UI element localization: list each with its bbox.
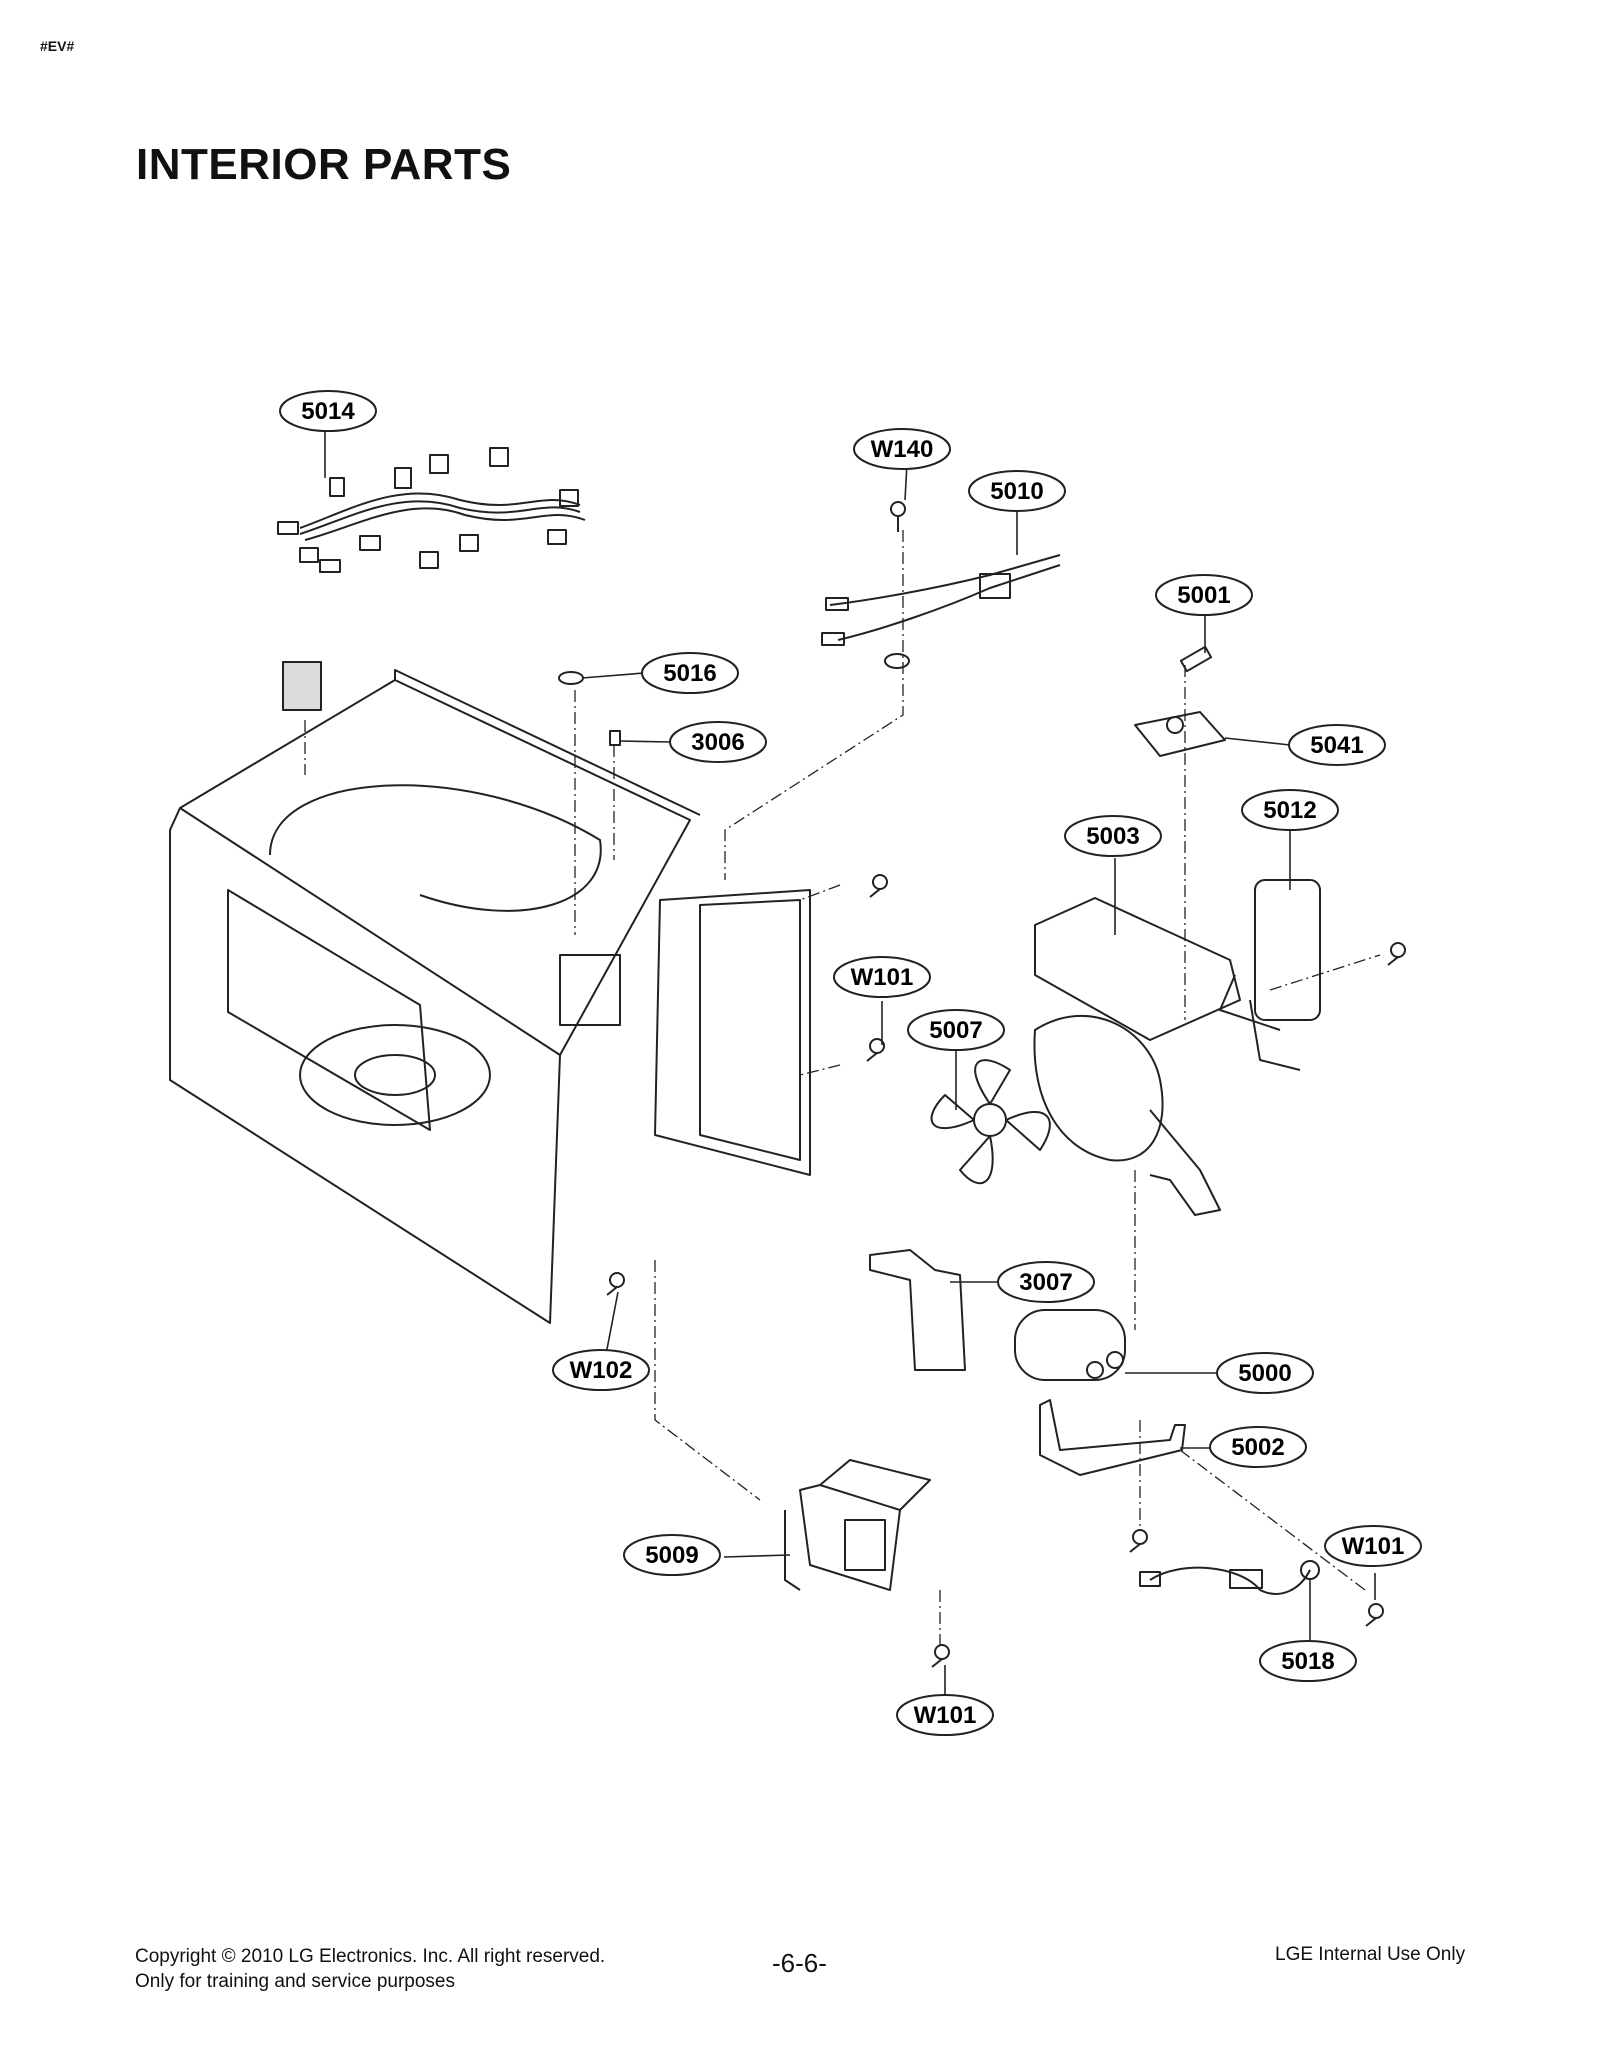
svg-text:5041: 5041 <box>1310 732 1363 759</box>
callout-w101-right: W101 <box>1324 1525 1422 1567</box>
fan-blade-5007-part <box>930 1059 1051 1185</box>
copyright-line-2: Only for training and service purposes <box>135 1971 455 1992</box>
callout-5002: 5002 <box>1209 1426 1307 1468</box>
callout-5009: 5009 <box>623 1534 721 1576</box>
svg-text:5002: 5002 <box>1231 1434 1284 1461</box>
callout-5041: 5041 <box>1288 724 1386 766</box>
footer-copyright: Copyright © 2010 LG Electronics. Inc. Al… <box>135 1944 605 1994</box>
callout-5016: 5016 <box>641 652 739 694</box>
filter-pad-part <box>282 661 322 711</box>
callout-w101-upper: W101 <box>833 956 931 998</box>
svg-text:5018: 5018 <box>1281 1648 1334 1675</box>
callout-5012: 5012 <box>1241 789 1339 831</box>
callout-5018: 5018 <box>1259 1640 1357 1682</box>
callout-5000: 5000 <box>1216 1352 1314 1394</box>
svg-text:3006: 3006 <box>691 729 744 756</box>
page-title: INTERIOR PARTS <box>136 140 512 189</box>
assembly-line <box>304 530 1381 1650</box>
callout-5014: 5014 <box>279 390 377 432</box>
fan-housing-5003-part <box>1033 897 1241 1216</box>
svg-text:3007: 3007 <box>1019 1269 1072 1296</box>
svg-text:5009: 5009 <box>645 1542 698 1569</box>
switch-3006-part <box>609 730 621 746</box>
callout-w102: W102 <box>552 1349 650 1391</box>
screw-w140-part <box>890 501 906 532</box>
svg-text:5010: 5010 <box>990 478 1043 505</box>
cord-5018-part <box>1139 1560 1320 1595</box>
capacitor-5000-part <box>1014 1309 1126 1381</box>
callout-5001: 5001 <box>1155 574 1253 616</box>
screw-part <box>606 874 1406 1668</box>
svg-text:5016: 5016 <box>663 660 716 687</box>
oven-cavity-part <box>169 669 811 1324</box>
cable-5010-part <box>821 554 1061 669</box>
board-5041-part <box>1134 711 1226 757</box>
svg-text:W102: W102 <box>570 1357 633 1384</box>
callout-5007: 5007 <box>907 1009 1005 1051</box>
bracket-3007-part <box>869 1249 966 1371</box>
svg-text:W140: W140 <box>871 436 934 463</box>
internal-use-note: LGE Internal Use Only <box>1275 1944 1466 1965</box>
thermostat-5016-part <box>558 671 584 685</box>
svg-text:5014: 5014 <box>301 398 355 425</box>
fuse-5001-part <box>1179 645 1213 673</box>
callout-3007: 3007 <box>997 1261 1095 1303</box>
page-number: -6-6- <box>772 1948 827 1978</box>
motor-5012-part <box>1219 879 1321 1071</box>
svg-text:5003: 5003 <box>1086 823 1139 850</box>
svg-text:W101: W101 <box>1342 1533 1405 1560</box>
svg-text:5001: 5001 <box>1177 582 1230 609</box>
svg-text:W101: W101 <box>851 964 914 991</box>
leader-line <box>324 428 1376 1700</box>
wire-harness-part <box>277 447 586 573</box>
callout-5003: 5003 <box>1064 815 1162 857</box>
svg-text:W101: W101 <box>914 1702 977 1729</box>
svg-text:5007: 5007 <box>929 1017 982 1044</box>
callout-5010: 5010 <box>968 470 1066 512</box>
callout-3006: 3006 <box>669 721 767 763</box>
svg-text:5000: 5000 <box>1238 1360 1291 1387</box>
callout-w101-lower: W101 <box>896 1694 994 1736</box>
bracket-5002-part <box>1039 1399 1186 1476</box>
svg-text:5012: 5012 <box>1263 797 1316 824</box>
magnetron-5009-part <box>784 1459 931 1591</box>
callout-w140: W140 <box>853 428 951 470</box>
doc-code: #EV# <box>40 38 75 54</box>
copyright-line-1: Copyright © 2010 LG Electronics. Inc. Al… <box>135 1946 606 1967</box>
